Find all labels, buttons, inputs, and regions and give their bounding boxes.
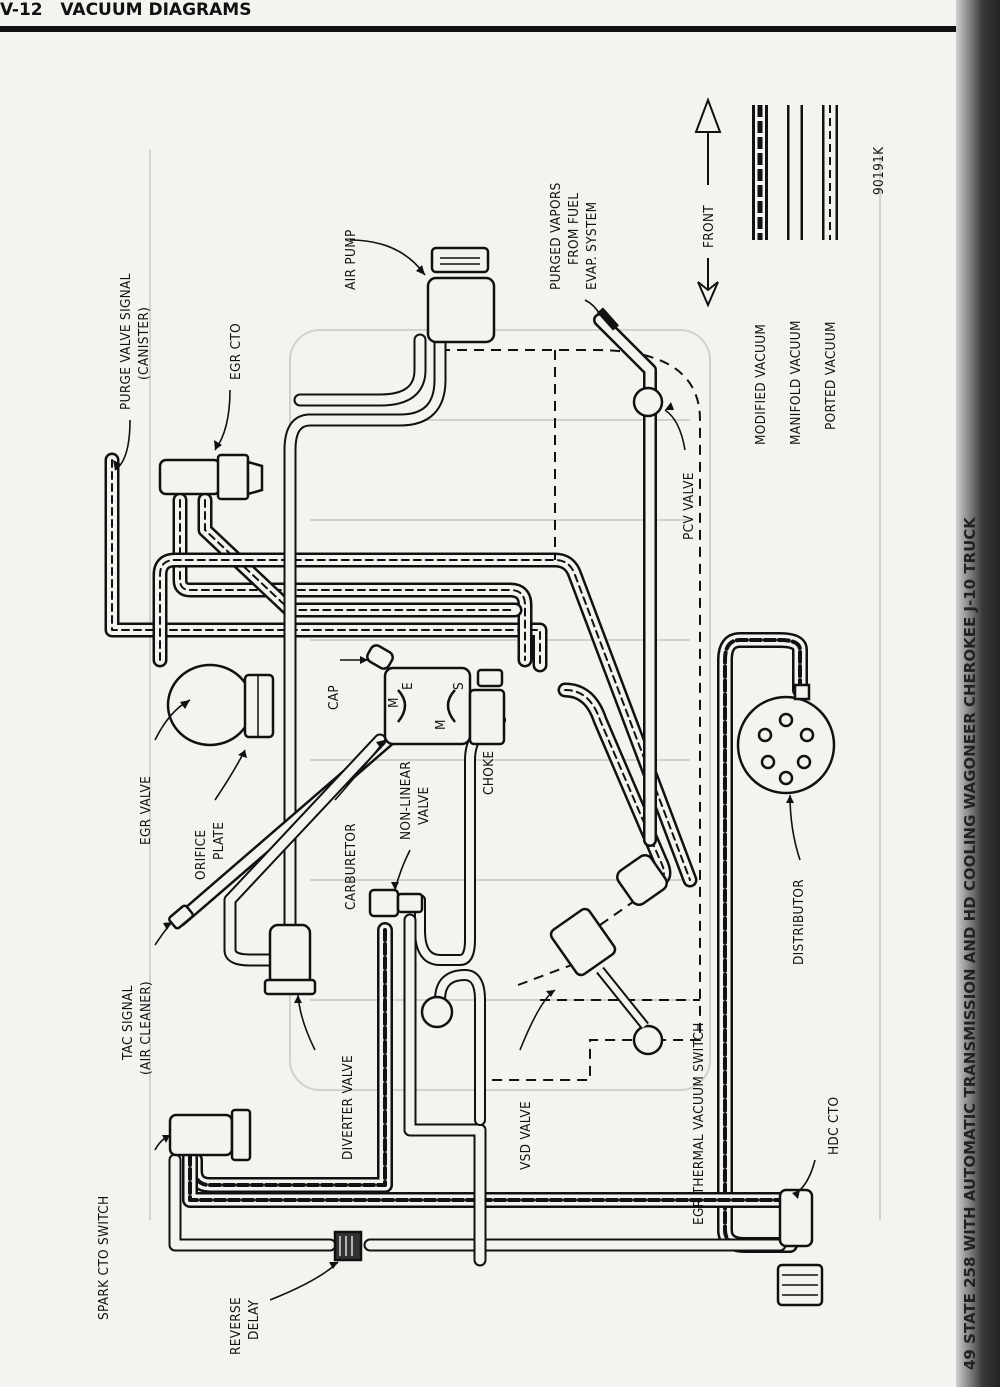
spark-cto-component [168, 1108, 252, 1162]
legend-swatches [752, 105, 838, 240]
legend-ported: PORTED VACUUM [823, 321, 839, 430]
label-hdc-cto: HDC CTO [826, 1097, 842, 1155]
label-spark-cto-switch: SPARK CTO SWITCH [96, 1196, 112, 1320]
hose-egr-cto [172, 492, 533, 668]
label-pcv-valve: PCV VALVE [681, 472, 697, 540]
label-tac-air-cleaner: (AIR CLEANER) [138, 981, 154, 1075]
label-diverter-valve: DIVERTER VALVE [340, 1055, 356, 1160]
carburetor-port-letters: M E M S [386, 682, 467, 730]
page-header: V-12 VACUUM DIAGRAMS [0, 0, 251, 20]
label-cap: CAP [326, 685, 342, 710]
label-egr-valve: EGR VALVE [138, 776, 154, 845]
header-rule [0, 26, 960, 32]
label-air-pump: AIR PUMP [343, 229, 359, 290]
purged-vapors-fitting [597, 307, 619, 331]
figure-number: 90191K [871, 146, 887, 195]
label-non-linear-valve: VALVE [416, 786, 432, 825]
cap-component [366, 644, 394, 670]
carb-port-s: S [451, 682, 467, 690]
leader-arrowheads [113, 265, 800, 1269]
page-title: VACUUM DIAGRAMS [60, 0, 252, 20]
components [158, 246, 836, 1307]
diverter-valve-component [263, 923, 317, 996]
label-egr-cto: EGR CTO [228, 323, 244, 380]
label-tac-signal: TAC SIGNAL [120, 985, 136, 1061]
legend-manifold: MANIFOLD VACUUM [788, 320, 804, 445]
legend-front: FRONT [701, 205, 717, 248]
tac-fitting [168, 904, 194, 930]
label-evap-system: EVAP. SYSTEM [584, 202, 600, 290]
pcv-valve-component [632, 386, 664, 418]
reverse-delay-component [333, 1230, 363, 1262]
hose-diverter [223, 733, 387, 967]
carburetor-component [383, 666, 506, 746]
carb-port-m1: M [386, 697, 402, 708]
egr-cto-component [158, 453, 264, 501]
page-binding-edge [956, 0, 1000, 1387]
hose-pcv [593, 313, 657, 847]
hose-spark-vertical [403, 913, 487, 1267]
vacuum-hoses [104, 313, 808, 1267]
hose-egr-cto-2 [197, 492, 523, 618]
legend: FRONT MODIFIED VACUUM MANIFOLD VACUUM PO… [694, 97, 887, 445]
hdc-cto-component [776, 1188, 824, 1307]
label-purge-valve-signal: PURGE VALVE SIGNAL [118, 273, 134, 410]
egr-thermal-switch-component [549, 854, 668, 1056]
non-linear-valve-component [368, 888, 424, 918]
label-from-fuel: FROM FUEL [566, 193, 582, 265]
hose-air-pump-2 [293, 333, 427, 407]
label-choke: CHOKE [481, 751, 497, 795]
label-distributor: DISTRIBUTOR [791, 879, 807, 965]
engine-ghost-outline [149, 150, 881, 1220]
label-carburetor: CARBURETOR [343, 823, 359, 910]
hose-manifold-main [152, 552, 698, 888]
label-delay: DELAY [246, 1299, 262, 1340]
hose-air-pump [283, 333, 447, 957]
egr-valve-component [166, 663, 275, 747]
label-orifice: ORIFICE [193, 830, 209, 880]
hose-vsd [434, 969, 486, 1126]
hose-lower-modified-2 [182, 1147, 798, 1208]
label-purge-valve-signal-canister: (CANISTER) [136, 307, 152, 380]
hose-purge-signal [104, 452, 548, 673]
distributor-component [736, 683, 836, 795]
front-arrow-icon [694, 97, 722, 308]
label-non-linear: NON-LINEAR [398, 761, 414, 840]
legend-modified: MODIFIED VACUUM [753, 324, 769, 445]
component-labels: PURGE VALVE SIGNAL (CANISTER) EGR CTO AI… [96, 182, 842, 1355]
engine-outline [440, 349, 701, 1081]
label-purged-vapors: PURGED VAPORS [548, 182, 564, 290]
hose-reverse-delay [168, 1153, 787, 1252]
label-reverse: REVERSE [228, 1297, 244, 1355]
page-number: V-12 [0, 0, 43, 20]
side-caption: 49 STATE 258 WITH AUTOMATIC TRANSMISSION… [961, 516, 979, 1370]
air-pump-component [426, 246, 496, 344]
label-egr-thermal-switch: EGR THERMAL VACUUM SWITCH [691, 1022, 707, 1225]
label-vsd-valve: VSD VALVE [518, 1101, 534, 1170]
vsd-valve-component [420, 995, 454, 1029]
label-plate: PLATE [211, 822, 227, 860]
carb-port-m2: M [433, 719, 449, 730]
carb-port-e: E [400, 682, 416, 690]
